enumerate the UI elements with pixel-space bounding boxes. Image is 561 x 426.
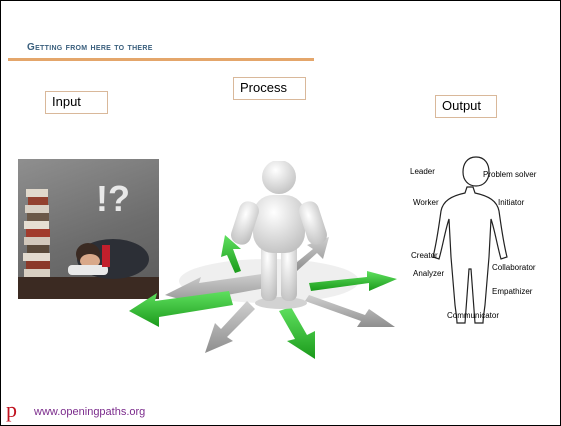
website-link[interactable]: www.openingpaths.org — [34, 406, 146, 418]
desk — [18, 277, 159, 299]
crossroads-arrows-graphic — [129, 161, 397, 359]
arrow-left-green — [129, 291, 233, 327]
photo-illustration: !? — [18, 178, 159, 299]
arrow-right-green — [309, 271, 397, 291]
book-stack — [23, 189, 50, 277]
arrow-down-left-gray — [205, 301, 255, 353]
trait-leader: Leader — [410, 167, 435, 176]
photo-question-mark: !? — [96, 178, 130, 219]
human-outline-figure — [432, 156, 508, 324]
human-outline — [432, 156, 508, 324]
figure-3d-person — [231, 161, 327, 309]
output-label: Output — [435, 95, 497, 118]
openingpaths-logo: p — [6, 397, 17, 422]
arrow-up-left-green — [221, 235, 241, 273]
trait-analyzer: Analyzer — [413, 269, 445, 278]
trait-initiator: Initiator — [498, 198, 525, 207]
overwhelmed-person-photo: !? — [18, 159, 159, 299]
slide-title: Getting from here to there — [27, 42, 153, 53]
trait-creator: Creator — [411, 251, 438, 260]
slumped-person — [68, 239, 149, 279]
trait-empathizer: Empathizer — [492, 287, 533, 296]
trait-worker: Worker — [413, 198, 439, 207]
trait-problem-solver: Problem solver — [483, 170, 537, 179]
arrow-down-green — [279, 307, 315, 359]
input-label: Input — [45, 91, 108, 114]
trait-communicator: Communicator — [447, 311, 500, 320]
arrow-right-gray — [305, 295, 395, 327]
process-label: Process — [233, 77, 306, 100]
arrow-up-right-gray — [291, 237, 329, 271]
title-underline — [8, 58, 314, 61]
trait-collaborator: Collaborator — [492, 263, 536, 272]
